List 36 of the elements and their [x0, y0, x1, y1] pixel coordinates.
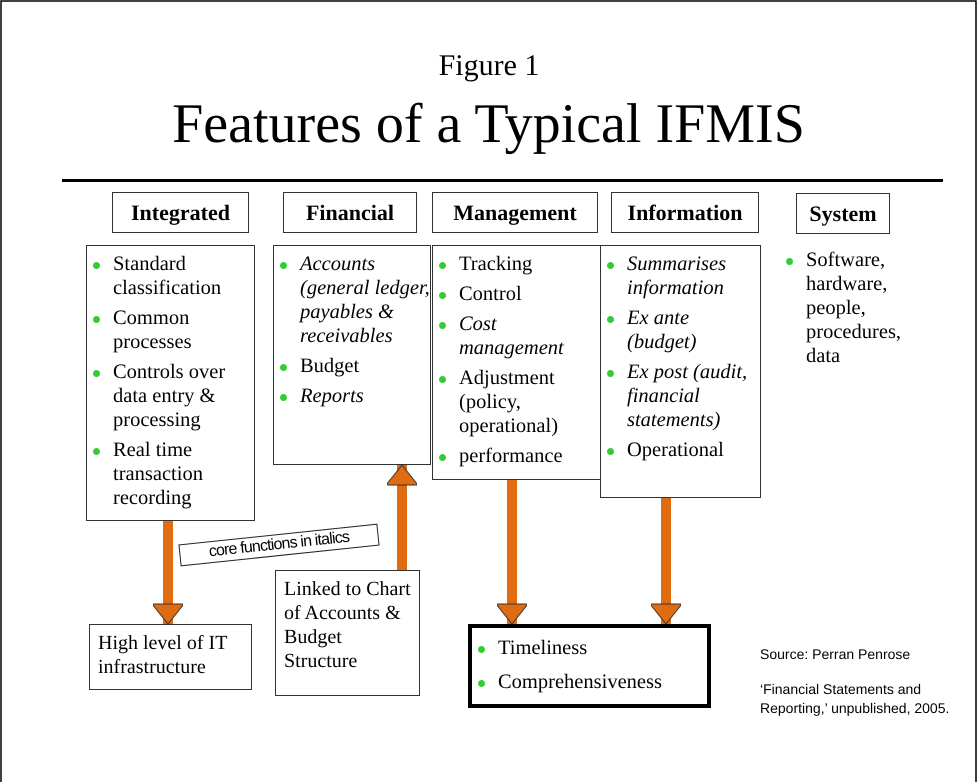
list-box: [468, 624, 711, 708]
list-item: Accounts (general ledger, payables & receivables: [300, 253, 430, 347]
list-item: Reports: [300, 385, 364, 407]
list-item: Software, hardware, people, procedures, data: [806, 249, 902, 367]
source-note: Source: Perran Penrose: [760, 646, 912, 663]
title: Features of a Typical IFMIS: [171, 92, 806, 156]
list-item: Adjustment (policy, operational): [459, 367, 558, 437]
list-item: Summarises information: [627, 253, 726, 299]
list-item: Real time transaction recording: [113, 439, 203, 509]
list-item: Ex ante (budget): [627, 307, 696, 353]
list-item: Standard classification: [113, 253, 222, 299]
list-item: Budget: [300, 355, 360, 377]
list-item: Cost management: [459, 313, 564, 359]
list-box: [86, 245, 255, 521]
list-item: performance: [459, 445, 563, 467]
list-item: Comprehensiveness: [498, 671, 662, 693]
list-box: [432, 245, 601, 480]
list-box: [600, 245, 761, 498]
heading-box: Management: [432, 192, 598, 233]
figure-number: Figure 1: [438, 48, 540, 84]
list-item: Controls over data entry & processing: [113, 361, 226, 431]
list-item: Operational: [627, 439, 724, 461]
source-note: ‘Financial Statements and Reporting,’ unpublished, 2005.: [760, 680, 950, 718]
text-box: High level of IT infrastructure: [89, 624, 252, 690]
list-item: Timeliness: [498, 637, 588, 659]
list-item: Control: [459, 283, 522, 305]
list-item: Tracking: [459, 253, 532, 275]
list-item: Ex post (audit, financial statements): [627, 361, 748, 431]
heading-box: Financial: [283, 192, 417, 233]
heading-box: System: [796, 193, 890, 234]
note-box: core functions in italics: [178, 524, 380, 566]
list-item: Common processes: [113, 307, 192, 353]
text-box: Linked to Chart of Accounts & Budget Structure: [275, 570, 420, 696]
heading-box: Integrated: [112, 192, 249, 233]
heading-box: Information: [611, 192, 759, 233]
list-box: [273, 245, 431, 465]
